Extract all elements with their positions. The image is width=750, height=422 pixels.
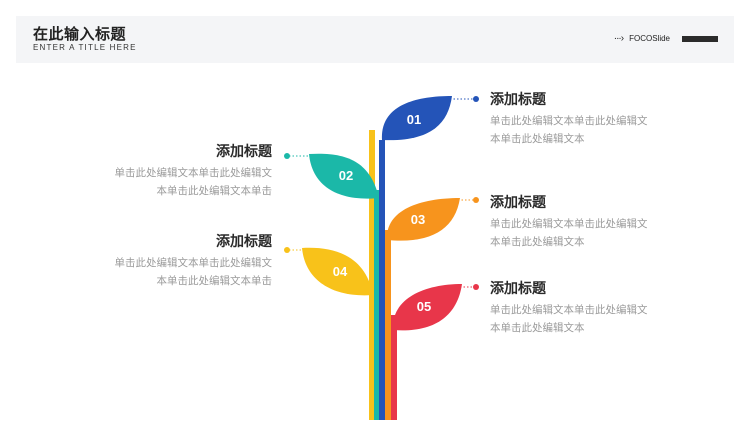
- arrow-right-icon: ···›: [613, 33, 624, 44]
- leaf-04: [302, 247, 373, 296]
- stem-04: [369, 130, 375, 420]
- step-desc: 单击此处编辑文本单击此处编辑文本单击此处编辑文本: [490, 115, 648, 145]
- step-title: 添加标题: [490, 92, 546, 108]
- stem-03: [385, 230, 391, 420]
- brand-name: FOCOSlide: [629, 34, 670, 43]
- dot-02: [284, 153, 290, 159]
- leaf-02: [309, 153, 379, 199]
- stem-01: [379, 140, 385, 420]
- step-03-text: 添加标题 单击此处编辑文本单击此处编辑文本单击此处编辑文本: [490, 194, 650, 251]
- step-desc: 单击此处编辑文本单击此处编辑文本单击此处编辑文本: [490, 218, 648, 248]
- stem-02: [374, 190, 380, 420]
- stem-05: [391, 315, 397, 420]
- step-title: 添加标题: [490, 281, 546, 297]
- page-subtitle: ENTER A TITLE HERE: [33, 43, 137, 52]
- dot-04: [284, 247, 290, 253]
- header-bar: 在此输入标题 ENTER A TITLE HERE ···› FOCOSlide: [16, 16, 734, 63]
- dot-03: [473, 197, 479, 203]
- step-desc: 单击此处编辑文本单击此处编辑文本单击此处编辑文本单击: [114, 257, 273, 287]
- leaf-05: [392, 284, 462, 331]
- step-num-02: 02: [339, 168, 353, 183]
- leaf-03: [386, 198, 460, 241]
- dot-01: [473, 96, 479, 102]
- step-04-text: 添加标题 单击此处编辑文本单击此处编辑文本单击此处编辑文本单击: [112, 233, 273, 290]
- page-title: 在此输入标题: [33, 25, 127, 43]
- step-num-05: 05: [417, 299, 431, 314]
- dot-05: [473, 284, 479, 290]
- step-num-01: 01: [407, 112, 421, 127]
- step-title: 添加标题: [216, 144, 272, 160]
- step-title: 添加标题: [490, 195, 546, 211]
- step-title: 添加标题: [216, 234, 272, 250]
- leaf-01: [381, 96, 452, 141]
- brand-bar: [682, 35, 718, 42]
- step-desc: 单击此处编辑文本单击此处编辑文本单击此处编辑文本单击: [114, 167, 273, 197]
- step-num-03: 03: [411, 212, 425, 227]
- step-02-text: 添加标题 单击此处编辑文本单击此处编辑文本单击此处编辑文本单击: [112, 143, 273, 200]
- step-desc: 单击此处编辑文本单击此处编辑文本单击此处编辑文本: [490, 304, 648, 334]
- step-num-04: 04: [333, 264, 348, 279]
- step-05-text: 添加标题 单击此处编辑文本单击此处编辑文本单击此处编辑文本: [490, 280, 650, 337]
- brand: ···› FOCOSlide: [614, 33, 718, 44]
- step-01-text: 添加标题 单击此处编辑文本单击此处编辑文本单击此处编辑文本: [490, 91, 650, 148]
